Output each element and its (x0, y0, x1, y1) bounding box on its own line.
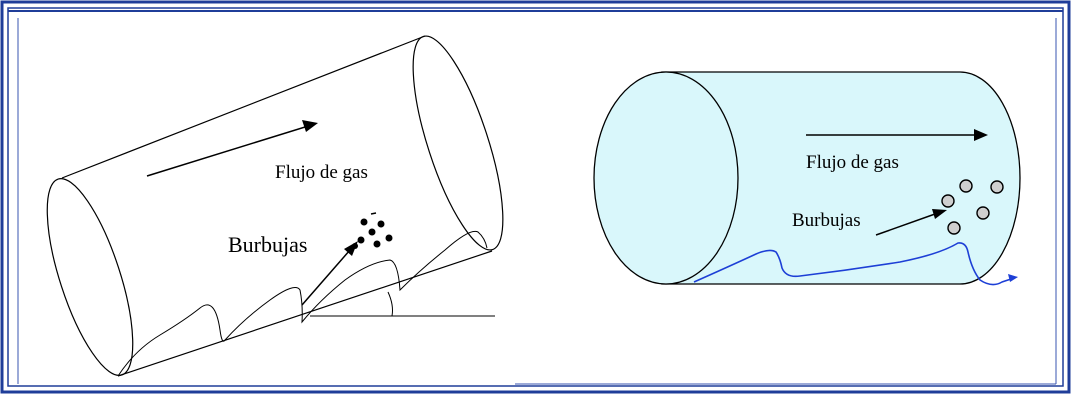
gas-flow-label-left: Flujo de gas (275, 162, 368, 183)
gas-flow-label-right: Flujo de gas (806, 152, 899, 173)
bubbles-arrow-left (301, 241, 358, 306)
bubbles-left (352, 212, 393, 249)
gas-flow-arrow-left (146, 120, 318, 177)
liquid-line-arrowhead (1008, 274, 1018, 282)
bubbles-right (941, 179, 1004, 235)
gas-flow-arrow-right (806, 129, 988, 141)
right-panel: Flujo de gas Burbujas (593, 71, 1021, 286)
liquid-waves-left (117, 230, 488, 377)
left-panel: Flujo de gas Burbujas (46, 35, 504, 377)
inclined-tube (46, 35, 504, 377)
bubbles-label-left: Burbujas (228, 232, 307, 257)
panel-borders (17, 18, 1057, 385)
bubbles-label-right: Burbujas (792, 210, 861, 231)
incline-reference (310, 291, 495, 317)
bubbles-arrow-right (875, 209, 947, 236)
horizontal-tube (593, 71, 1021, 285)
liquid-line-right (693, 242, 1015, 286)
